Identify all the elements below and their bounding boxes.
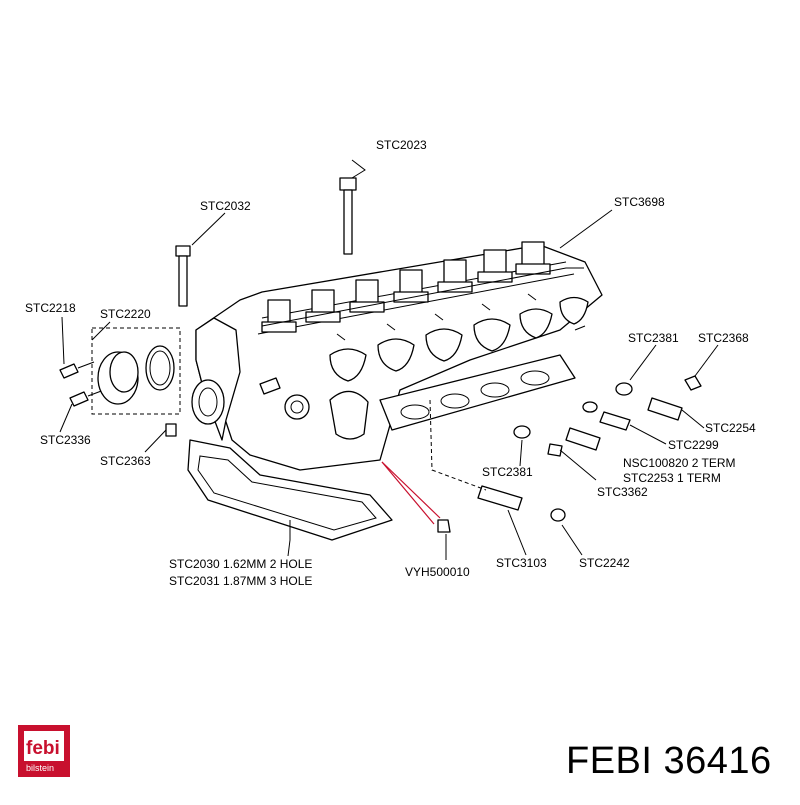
rocker-gasket-rail (261, 267, 584, 327)
label-stc2381-mid: STC2381 (482, 465, 533, 479)
label-stc2254: STC2254 (705, 421, 756, 435)
head-bolt-long (339, 177, 357, 255)
label-stc3103: STC3103 (496, 556, 547, 570)
label-stc2253: STC2253 1 TERM (623, 471, 721, 485)
product-code: FEBI 36416 (566, 740, 772, 782)
label-stc2299: STC2299 (668, 438, 719, 452)
label-vyh500010: VYH500010 (405, 565, 470, 579)
logo-word: febi (26, 738, 60, 759)
label-nsc100820: NSC100820 2 TERM (623, 456, 736, 470)
label-stc3698: STC3698 (614, 195, 665, 209)
head-gasket (379, 354, 576, 431)
right-parts (437, 375, 702, 533)
febi-logo: febi bilstein (18, 725, 70, 777)
left-parts (59, 327, 181, 437)
cylinder-head (191, 241, 603, 471)
part-labels: STC2023 STC2032 STC3698 STC2218 STC2220 … (25, 138, 756, 588)
label-stc2336: STC2336 (40, 433, 91, 447)
label-stc2220: STC2220 (100, 307, 151, 321)
label-stc2218: STC2218 (25, 301, 76, 315)
label-stc2023: STC2023 (376, 138, 427, 152)
front-plate-gasket (187, 439, 393, 541)
label-stc2031: STC2031 1.87MM 3 HOLE (169, 574, 312, 588)
label-stc2381-top: STC2381 (628, 331, 679, 345)
head-bolt-short (175, 245, 191, 307)
logo-sub: bilstein (26, 763, 54, 773)
label-stc2368: STC2368 (698, 331, 749, 345)
label-stc3362: STC3362 (597, 485, 648, 499)
leader-lines (59, 159, 719, 560)
label-stc2363: STC2363 (100, 454, 151, 468)
label-stc2030: STC2030 1.62MM 2 HOLE (169, 557, 312, 571)
label-stc2242: STC2242 (579, 556, 630, 570)
label-stc2032: STC2032 (200, 199, 251, 213)
